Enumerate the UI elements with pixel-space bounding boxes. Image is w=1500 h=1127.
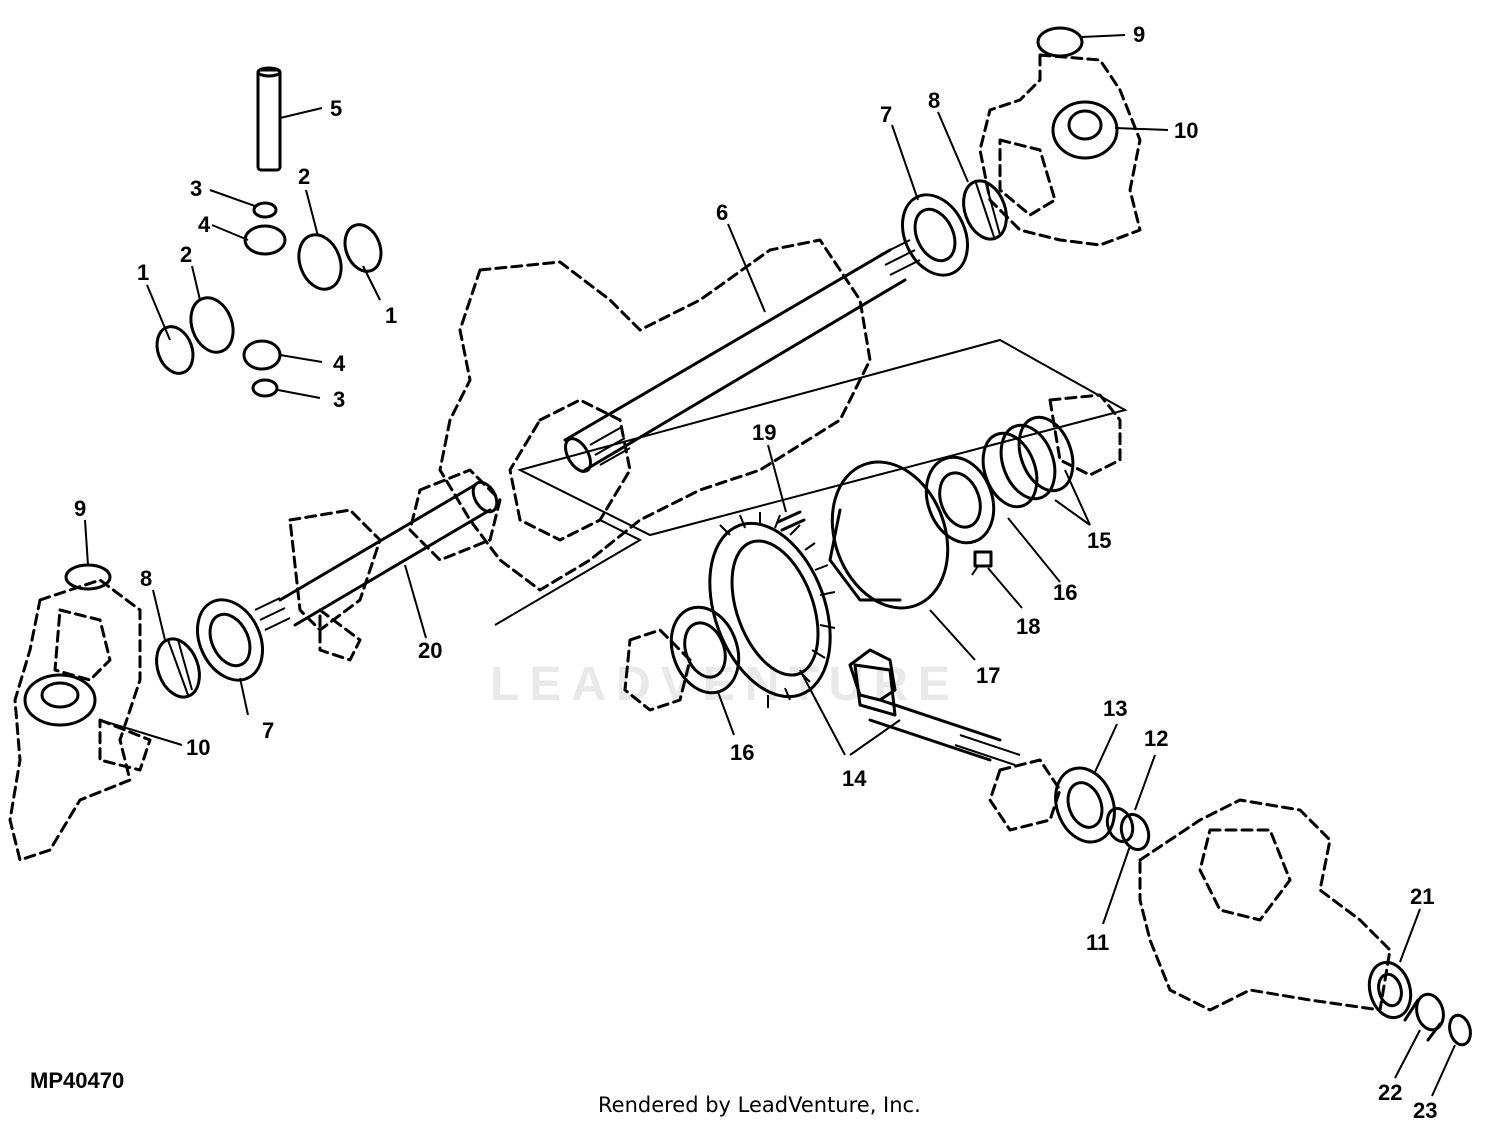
- side-gear-left: [155, 637, 201, 699]
- callout-16-left: 16: [730, 740, 754, 765]
- figure-id: MP40470: [30, 1068, 124, 1093]
- cross-shaft: [256, 66, 282, 172]
- bearing-right: [901, 193, 969, 277]
- axle-shaft-left: [254, 480, 499, 631]
- callout-6: 6: [716, 200, 728, 225]
- ring-gear: [708, 512, 836, 708]
- ghost-left-axle-housing: [8, 578, 152, 862]
- bevel-gear-left: [23, 673, 97, 727]
- callout-16-right: 16: [1053, 580, 1077, 605]
- callout-17: 17: [976, 663, 1000, 688]
- bearing-rear: [1367, 960, 1413, 1020]
- axle-shaft-right: [563, 239, 921, 473]
- callout-22: 22: [1378, 1080, 1402, 1105]
- callout-14: 14: [842, 766, 867, 791]
- callout-23: 23: [1413, 1098, 1437, 1123]
- callout-4-lower: 4: [333, 351, 346, 376]
- callout-8-left: 8: [140, 566, 152, 591]
- bearing-left: [196, 598, 264, 682]
- callout-1-left: 1: [137, 260, 149, 285]
- ghost-center-housing: [288, 238, 872, 662]
- snap-rings: [1105, 807, 1472, 1047]
- callout-2-left: 2: [180, 242, 192, 267]
- callout-labels: 1 1 2 2 3 3 4 4 5 6 7 7 8 8 9 9 10 10 11…: [74, 22, 1437, 1123]
- bushing-rear: [1403, 992, 1445, 1042]
- roll-pin: [776, 510, 806, 532]
- callout-11: 11: [1086, 930, 1109, 955]
- leader-lines: [84, 34, 1456, 1097]
- callout-21: 21: [1410, 884, 1434, 909]
- section-outline: [517, 338, 1128, 537]
- callout-9-left: 9: [74, 496, 86, 521]
- bevel-gear-right: [1051, 100, 1119, 160]
- callout-19: 19: [752, 420, 776, 445]
- callout-3-lower: 3: [333, 387, 345, 412]
- callout-12: 12: [1144, 726, 1168, 751]
- bearing-pinion: [1054, 766, 1116, 844]
- callout-10-right: 10: [1174, 118, 1198, 143]
- callout-13: 13: [1103, 696, 1127, 721]
- callout-1-right: 1: [385, 303, 397, 328]
- callout-20: 20: [418, 638, 442, 663]
- pinion-gear: [848, 648, 897, 702]
- ghost-right-axle-housing: [978, 53, 1142, 247]
- callout-15: 15: [1087, 528, 1111, 553]
- cap-screw: [971, 550, 993, 576]
- callout-8-right: 8: [928, 88, 940, 113]
- section-outline-lower: [494, 519, 643, 626]
- side-gear-right: [962, 179, 1008, 241]
- callout-4-upper: 4: [198, 212, 211, 237]
- callout-5: 5: [330, 96, 342, 121]
- credit-line: Rendered by LeadVenture, Inc.: [598, 1093, 921, 1117]
- differential-case: [828, 460, 950, 610]
- ghost-rear-housing: [623, 393, 1392, 1012]
- shim-stack: [981, 415, 1075, 509]
- callout-3-upper: 3: [190, 176, 202, 201]
- callout-10-left: 10: [186, 735, 210, 760]
- differential-spider-gears: [189, 224, 343, 371]
- callout-2-right: 2: [298, 164, 310, 189]
- thrust-washers: [64, 26, 1084, 591]
- callout-9-right: 9: [1133, 22, 1145, 47]
- callout-18: 18: [1016, 614, 1040, 639]
- callout-7-right: 7: [880, 102, 892, 127]
- callout-7-left: 7: [262, 718, 274, 743]
- bearing-diff-upper: [924, 455, 996, 545]
